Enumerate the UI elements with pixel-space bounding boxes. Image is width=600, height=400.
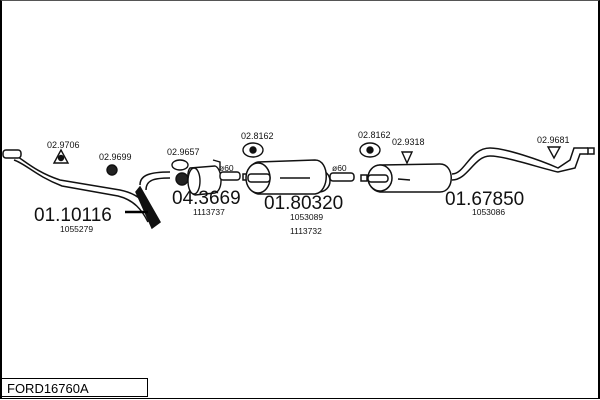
accessory-label: 02.9681 <box>537 135 570 145</box>
oem-number: 1055279 <box>60 224 93 234</box>
part-number: 04.3669 <box>172 188 241 209</box>
accessory-label: 02.9318 <box>392 137 425 147</box>
accessory-label: 02.9706 <box>47 140 80 150</box>
part-number: 01.80320 <box>264 193 343 214</box>
accessory-label: 02.8162 <box>358 130 391 140</box>
ring-icon <box>106 164 118 176</box>
diameter-label: ø60 <box>332 163 347 173</box>
centre-silencer-drawing <box>242 159 355 195</box>
accessory-label: 02.8162 <box>241 131 274 141</box>
clamp-icon <box>400 151 414 165</box>
oem-number: 1113737 <box>193 207 225 217</box>
part-number: 01.10116 <box>34 205 112 226</box>
clamp-icon <box>546 146 562 160</box>
oem-number: 1053086 <box>472 207 505 217</box>
rear-silencer-drawing <box>360 147 595 193</box>
diagram-title: FORD16760A <box>0 378 148 397</box>
accessory-icons <box>52 142 562 176</box>
diameter-label: ø60 <box>219 163 234 173</box>
accessory-label: 02.9699 <box>99 152 132 162</box>
part-number: 01.67850 <box>445 189 524 210</box>
hanger-icon <box>171 159 189 171</box>
catalyst-drawing <box>175 159 241 196</box>
accessory-label: 02.9657 <box>167 147 200 157</box>
oem-number: 1053089 <box>290 212 323 222</box>
oem-number: 1113732 <box>290 226 322 236</box>
